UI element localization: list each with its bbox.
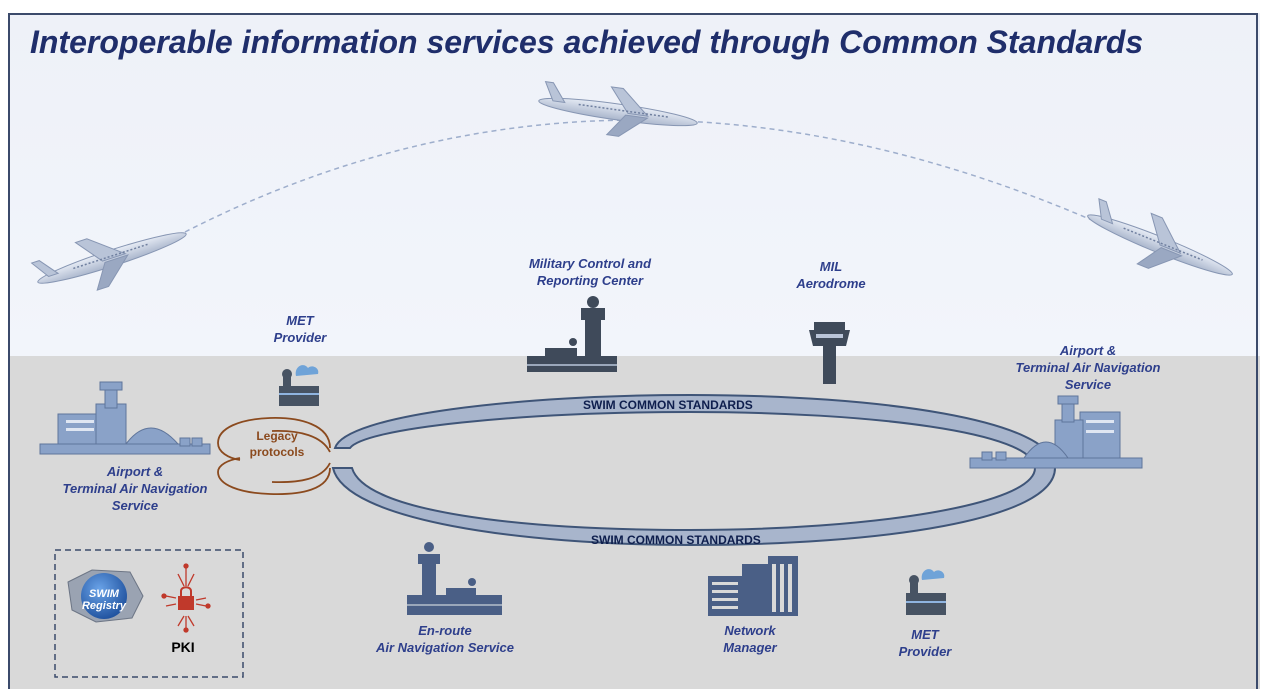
airplane-right-icon bbox=[1087, 197, 1233, 276]
enroute-ans-icon bbox=[407, 542, 502, 615]
airplane-top-icon bbox=[538, 81, 698, 137]
military-center-label: Military Control and Reporting Center bbox=[528, 256, 652, 288]
network-manager-label: Network Manager bbox=[723, 623, 777, 655]
met-provider-bottom-icon bbox=[906, 569, 946, 615]
swim-ring-band bbox=[331, 393, 1057, 547]
military-control-center-icon bbox=[527, 296, 617, 372]
swim-ring-label-bottom: SWIM COMMON STANDARDS bbox=[591, 533, 761, 547]
pki-label: PKI bbox=[171, 639, 195, 655]
legacy-protocols-loops bbox=[217, 417, 331, 496]
legacy-protocols-label: Legacy protocols bbox=[249, 429, 305, 459]
pki-lock-icon bbox=[161, 563, 211, 633]
met-provider-top-icon bbox=[279, 365, 319, 406]
swim-ring bbox=[331, 393, 1057, 547]
airport-right-label: Airport & Terminal Air Navigation Servic… bbox=[1015, 343, 1161, 392]
network-manager-icon bbox=[708, 556, 798, 616]
flight-path bbox=[184, 119, 1111, 233]
airplane-left-icon bbox=[30, 232, 187, 291]
met-provider-bottom-label: MET Provider bbox=[898, 627, 952, 659]
swim-ring-label-top: SWIM COMMON STANDARDS bbox=[583, 398, 753, 412]
trust-services-box bbox=[54, 549, 244, 678]
swim-registry-icon bbox=[67, 569, 144, 623]
airport-left-label: Airport & Terminal Air Navigation Servic… bbox=[62, 464, 208, 513]
airport-right-icon bbox=[969, 395, 1143, 469]
page-title: Interoperable information services achie… bbox=[30, 24, 1144, 60]
mil-aerodrome-label: MIL Aerodrome bbox=[796, 259, 866, 291]
mil-aerodrome-tower-icon bbox=[809, 322, 850, 384]
sky-background bbox=[8, 13, 1260, 356]
met-provider-top-label: MET Provider bbox=[273, 313, 327, 345]
airport-left-icon bbox=[39, 381, 211, 455]
swim-registry-label: SWIM Registry bbox=[81, 588, 127, 612]
enroute-ans-label: En-route Air Navigation Service bbox=[376, 623, 514, 655]
